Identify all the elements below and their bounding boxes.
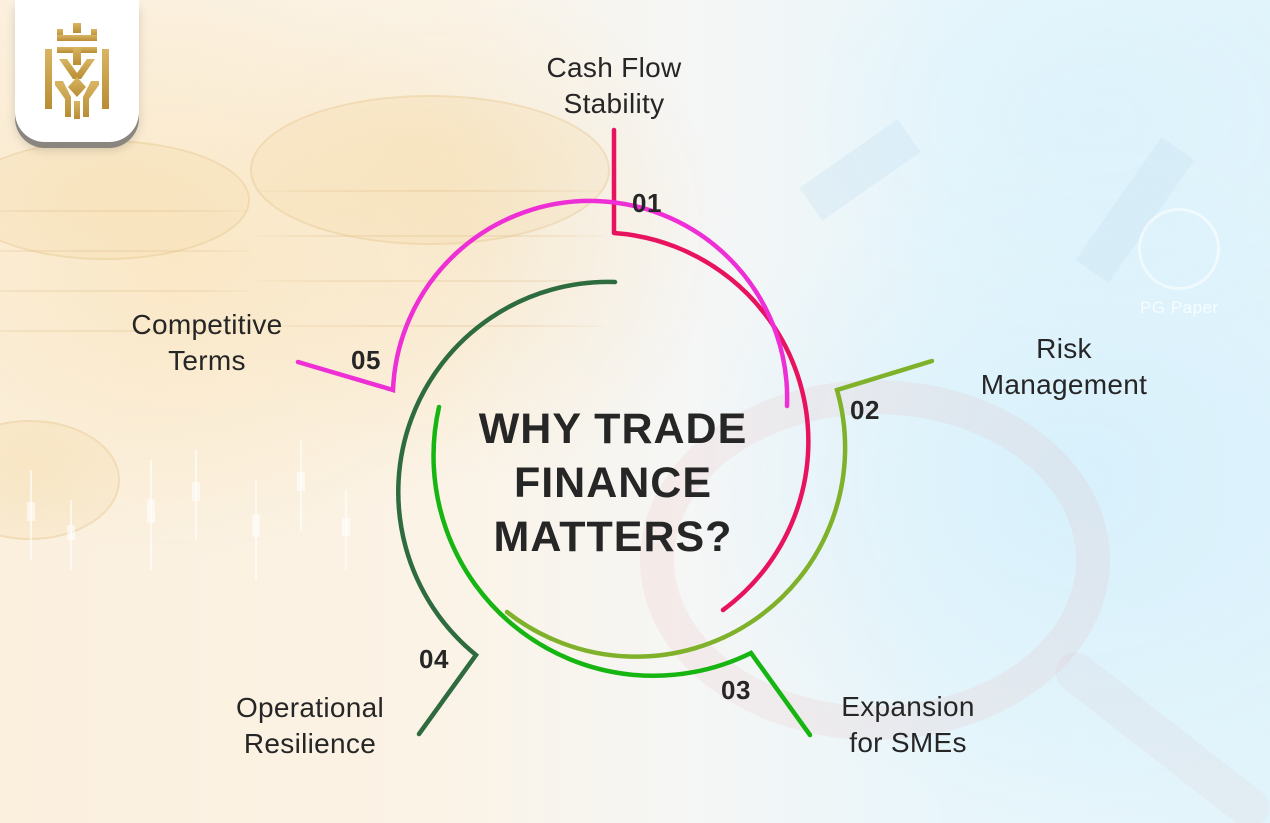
logo [15, 0, 139, 142]
arc-04 [396, 279, 618, 737]
label-line: Competitive [131, 309, 283, 340]
label-line: Cash Flow [546, 52, 682, 83]
arc-02 [504, 358, 935, 659]
label-risk-management: Risk Management [944, 331, 1184, 403]
title-line-3: MATTERS? [493, 513, 733, 561]
label-line: Operational [235, 692, 385, 723]
step-number-01: 01 [632, 188, 662, 218]
central-title: WHY TRADE FINANCE MATTERS? [450, 402, 776, 564]
label-line: Terms [168, 345, 246, 376]
arc-03 [431, 404, 813, 738]
arc-05 [295, 198, 790, 409]
title-line-1: WHY TRADE [478, 405, 748, 453]
arc-01 [611, 127, 811, 613]
step-number-04: 04 [419, 644, 449, 674]
label-line: Resilience [243, 728, 377, 759]
crown-shield-logo-icon [45, 23, 109, 119]
step-number-05: 05 [351, 345, 381, 375]
label-expansion-for-smes: Expansion for SMEs [808, 689, 1008, 761]
label-operational-resilience: Operational Resilience [205, 690, 415, 762]
label-line: Risk [1036, 333, 1092, 364]
label-line: Stability [563, 88, 665, 119]
step-number-02: 02 [850, 395, 880, 425]
title-line-2: FINANCE [513, 459, 713, 507]
step-number-03: 03 [721, 675, 751, 705]
label-line: Expansion [841, 691, 975, 722]
label-cash-flow-stability: Cash Flow Stability [520, 50, 708, 122]
label-line: Management [980, 369, 1148, 400]
label-competitive-terms: Competitive Terms [100, 307, 314, 379]
label-line: for SMEs [849, 727, 967, 758]
